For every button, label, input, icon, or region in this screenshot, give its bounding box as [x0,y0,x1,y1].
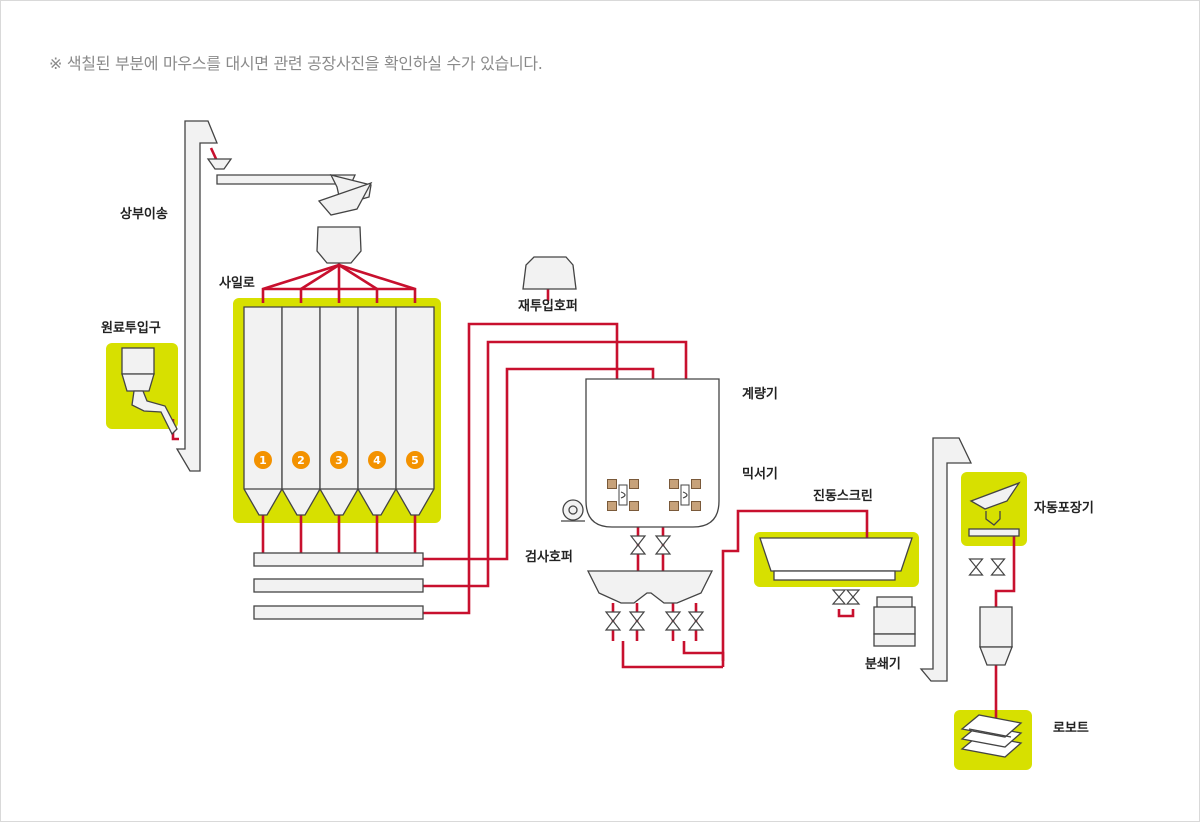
label-crusher: 분쇄기 [865,656,901,672]
silo-number: 4 [373,454,381,467]
mixer-motor-icon [561,499,585,522]
reinput-hopper[interactable] [522,256,577,290]
label-inspection-hopper: 검사호퍼 [525,549,573,565]
label-silo: 사일로 [219,275,255,291]
label-robot: 로보트 [1053,721,1089,736]
silo-number-badge [254,451,272,469]
label-weigher: 계량기 [742,387,778,402]
inspection-hopper[interactable] [586,570,714,604]
weigher-mixer-tank[interactable] [585,378,720,528]
silo-number-badge [368,451,386,469]
mixer-blade-left [607,479,639,511]
silo-4: 4 [357,306,397,516]
vibrating-screen [759,537,913,581]
valves [604,535,1006,631]
silo-number-badge [330,451,348,469]
silo-number: 1 [259,454,267,467]
conveyors [253,552,424,620]
valve-icon [687,611,705,631]
robot-bag-stack [960,714,1023,758]
silo-5: 5 [395,306,435,516]
silo-bank: 1 2 3 4 5 [243,306,435,516]
pipes [171,147,1016,726]
label-raw-material-inlet: 원료투입구 [101,321,161,336]
valve-icon [831,589,847,605]
silo-number: 3 [335,454,343,467]
valve-icon [968,558,984,576]
hover-notice: ※ 색칠된 부분에 마우스를 대시면 관련 공장사진을 확인하실 수가 있습니다… [49,54,543,73]
crusher[interactable] [873,596,916,647]
valve-icon [628,611,646,631]
label-vibrating-screen: 진동스크린 [813,488,873,504]
valve-icon [990,558,1006,576]
valve-icon [629,535,647,555]
auto-packer [968,481,1021,537]
label-reinput-hopper: 재투입호퍼 [518,299,578,314]
silo-number-badge [292,451,310,469]
upper-elevator [175,120,373,472]
lower-elevator [919,437,973,682]
raw-material-inlet-hopper [121,347,178,436]
silo-number-badge [406,451,424,469]
bag-filler [979,606,1013,666]
silo-number: 2 [297,454,305,467]
conveyor-1 [253,552,424,567]
label-mixer: 믹서기 [742,467,778,482]
conveyor-2 [253,578,424,593]
valve-icon [845,589,861,605]
silo-3: 3 [319,306,359,516]
valve-icon [604,611,622,631]
labels: 상부이송 원료투입구 사일로 재투입호퍼 계량기 믹서기 검사호퍼 진동스크린 … [101,206,1094,736]
conveyor-3 [253,605,424,620]
silo-2: 2 [281,306,321,516]
valve-icon [654,535,672,555]
valve-icon [664,611,682,631]
silo-1: 1 [243,306,283,516]
mixer-blade-right [669,479,701,511]
silo-number: 5 [411,454,419,467]
label-auto-packer: 자동포장기 [1034,500,1094,516]
label-upper-elevator: 상부이송 [120,206,168,222]
